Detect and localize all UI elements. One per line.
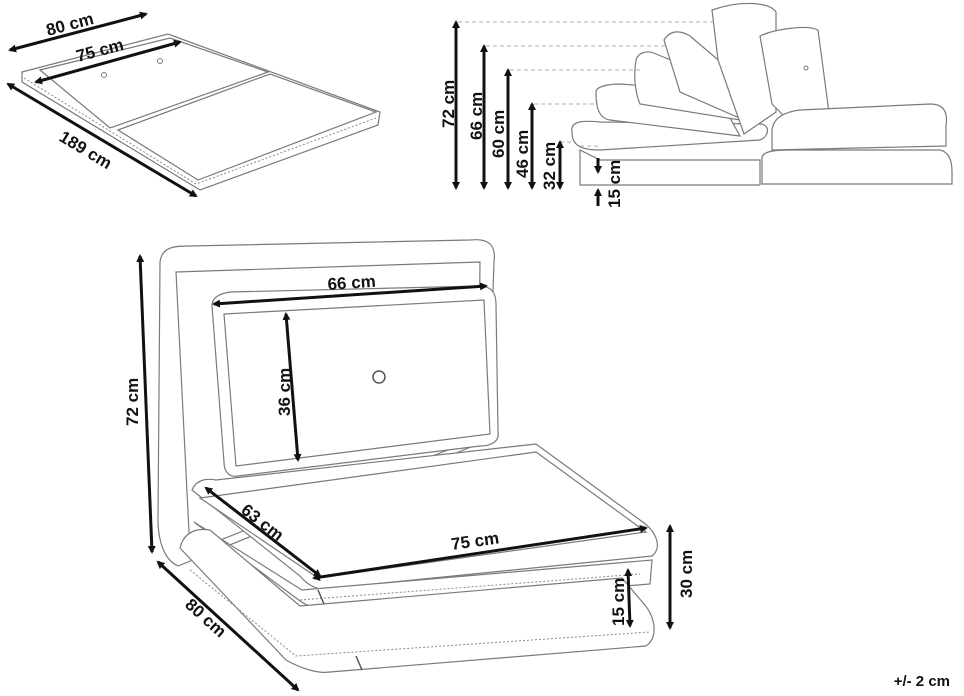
base-height-arrow: [624, 568, 634, 628]
pillow-width-label: 66 cm: [327, 272, 376, 294]
height-60-label: 60 cm: [489, 110, 508, 158]
height-72-label: 72 cm: [439, 80, 458, 128]
seat-depth-arrow: [204, 486, 322, 578]
base-depth-label: 80 cm: [181, 595, 230, 641]
chair-height-arrow: [136, 254, 156, 554]
height-66-label: 66 cm: [467, 92, 486, 140]
recline-guides: [458, 21, 714, 147]
height-46-label: 46 cm: [513, 130, 532, 178]
length-label: 189 cm: [56, 127, 115, 173]
chair-drawing: [157, 239, 658, 673]
pillow-height-arrow: [282, 312, 302, 462]
seat-width-arrow: [312, 524, 648, 582]
tolerance-note: +/- 2 cm: [893, 673, 950, 690]
height-15-label: 15 cm: [605, 160, 624, 208]
length-arrow: [6, 82, 198, 198]
recline-dimensions: 72 cm 66 cm 60 cm 46 cm 32 cm 15 cm: [439, 20, 624, 208]
height-32-label: 32 cm: [540, 142, 559, 190]
base-depth-arrow: [156, 560, 300, 692]
flat-sofa-drawing: [21, 33, 381, 191]
seat-height-label: 30 cm: [677, 550, 696, 598]
pillow-height-label: 36 cm: [275, 368, 294, 416]
recline-drawing: [571, 2, 953, 186]
width-inner-arrow: [34, 39, 182, 85]
pillow-width-arrow: [212, 282, 488, 308]
base-height-label: 15 cm: [609, 578, 628, 626]
chair-height-label: 72 cm: [123, 378, 142, 426]
width-outer-arrow: [8, 11, 148, 53]
